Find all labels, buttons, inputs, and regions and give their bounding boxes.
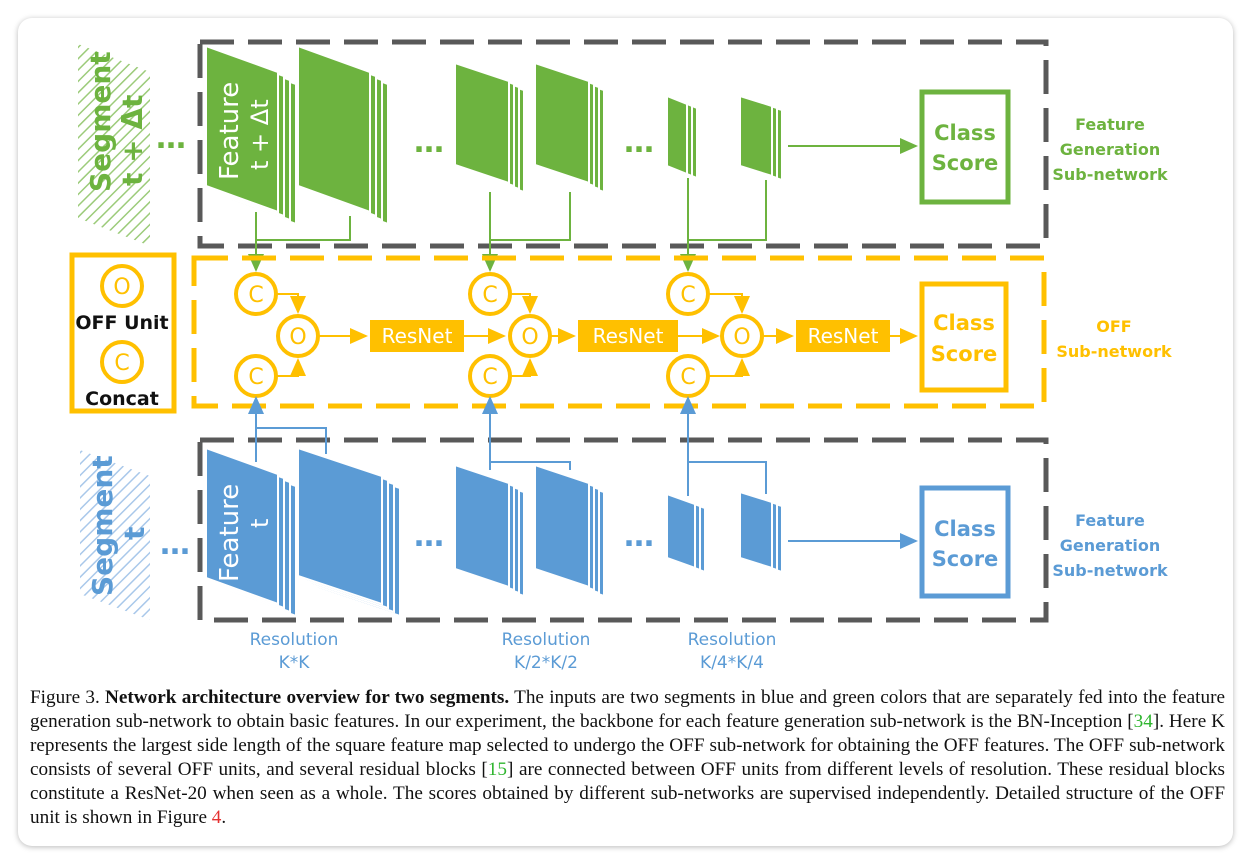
bottom-feature-label-1: Feature (215, 484, 245, 582)
resnet-label-2: ResNet (593, 324, 664, 348)
bottom-class-score-box (919, 485, 1011, 599)
off-symbol: O (289, 325, 306, 350)
top-class-score-label-2: Score (932, 151, 999, 175)
citation-link[interactable]: 34 (1133, 711, 1153, 732)
top-feature-label-2: t + Δt (246, 99, 274, 170)
bottom-class-score-label-2: Score (932, 547, 999, 571)
resolution-labels: Resolution K*K Resolution K/2*K/2 Resolu… (250, 630, 777, 673)
figure-ref-link[interactable]: 4 (211, 807, 222, 828)
resolution-1-line1: Resolution (250, 630, 339, 650)
caption-text-2: ]. Here K represents the largest side le… (30, 711, 1225, 780)
resolution-3-line1: Resolution (688, 630, 777, 650)
bottom-feature-stack-3 (454, 463, 525, 598)
top-connector-1b (256, 216, 351, 241)
bottom-segment-label-1: Segment (86, 455, 119, 596)
top-ellipsis-1: … (156, 121, 186, 156)
off-subnetwork: O OFF Unit C Concat C C O ResNet C C O R… (69, 252, 1172, 414)
bottom-side-label-2: Generation (1060, 536, 1160, 555)
resnet-block-3 (796, 320, 890, 352)
resnet-label-1: ResNet (382, 324, 453, 348)
resnet-block-2 (578, 320, 678, 352)
top-ellipsis-2: … (414, 125, 444, 160)
top-side-label-3: Sub-network (1052, 165, 1168, 184)
bottom-feature-stack-2 (297, 446, 401, 618)
caption-text-4: . (221, 807, 227, 828)
top-feature-stack-5 (666, 94, 698, 180)
bottom-connector-2b (490, 461, 571, 470)
bottom-dashed-frame (197, 437, 1049, 623)
bottom-ellipsis-1: … (160, 527, 190, 562)
resolution-2-line2: K/2*K/2 (514, 653, 578, 673)
top-side-label-1: Feature (1075, 115, 1145, 134)
top-feature-stack-6 (739, 94, 783, 182)
off-symbol: O (733, 325, 750, 350)
resolution-1-line2: K*K (279, 653, 311, 673)
architecture-diagram: Segment t + Δt … Feature t + Δt … (69, 39, 1172, 673)
off-class-score-label-2: Score (931, 342, 998, 366)
bottom-connector-3b (688, 461, 767, 494)
off-side-label-2: Sub-network (1056, 342, 1172, 361)
bottom-feature-stack-4 (534, 463, 605, 598)
top-segment-label-2: t + Δt (116, 95, 149, 186)
off-side-label-1: OFF (1096, 317, 1131, 336)
concat-symbol: C (482, 283, 497, 308)
legend-off-label: OFF Unit (75, 312, 168, 334)
top-feature-stack-1 (205, 44, 297, 226)
top-feature-stack-3 (454, 61, 525, 194)
figure-caption: Figure 3. Network architecture overview … (30, 686, 1225, 830)
top-feature-stack-4 (534, 61, 605, 194)
legend-off-symbol: O (113, 275, 130, 300)
resnet-block-1 (370, 320, 464, 352)
bottom-segment-label-2: t (118, 527, 151, 540)
bottom-ellipsis-2: … (414, 519, 444, 554)
top-side-label-2: Generation (1060, 140, 1160, 159)
concat-symbol: C (482, 365, 497, 390)
top-dashed-frame (197, 39, 1049, 249)
top-feature-label-1: Feature (215, 82, 245, 180)
top-feature-stack-2 (297, 44, 389, 226)
bottom-feature-label-2: t (246, 519, 274, 528)
off-dashed-frame (191, 255, 1047, 409)
caption-figure-label: Figure 3. (30, 687, 100, 708)
top-class-score-label-1: Class (934, 121, 996, 145)
bottom-side-label-3: Sub-network (1052, 561, 1168, 580)
bottom-feature-stack-6 (739, 490, 783, 574)
concat-symbol: C (248, 365, 263, 390)
bottom-class-score-label-1: Class (934, 517, 996, 541)
off-class-score-box (919, 281, 1009, 393)
legend-off-circle (100, 264, 144, 308)
bottom-ellipsis-3: … (624, 519, 654, 554)
legend-concat-circle (100, 340, 144, 384)
bottom-segment-input (80, 450, 150, 620)
off-symbol: O (521, 325, 538, 350)
legend-concat-symbol: C (114, 351, 129, 376)
bottom-feature-stack-5 (666, 492, 706, 574)
resolution-2-line1: Resolution (502, 630, 591, 650)
top-class-score-box (919, 89, 1011, 205)
legend-concat-label: Concat (85, 388, 159, 410)
concat-symbol: C (680, 365, 695, 390)
caption-title: Network architecture overview for two se… (105, 687, 510, 708)
concat-symbol: C (248, 283, 263, 308)
bottom-connector-1b (256, 427, 327, 454)
resolution-3-line2: K/4*K/4 (700, 653, 764, 673)
bottom-feature-subnetwork: Segment t … Feature t … (80, 396, 1168, 623)
caption-text-3: ] are connected between OFF units from d… (30, 759, 1225, 828)
top-ellipsis-3: … (624, 125, 654, 160)
top-connector-3b (688, 180, 767, 241)
top-segment-label-1: Segment (84, 51, 117, 192)
bottom-feature-stack-1 (205, 446, 297, 618)
citation-link[interactable]: 15 (487, 759, 507, 780)
caption-text-1: The inputs are two segments in blue and … (30, 687, 1226, 732)
top-feature-subnetwork: Segment t + Δt … Feature t + Δt … (78, 39, 1168, 272)
top-segment-input (78, 44, 150, 246)
concat-symbol: C (680, 283, 695, 308)
top-connector-2b (490, 192, 571, 241)
bottom-side-label-1: Feature (1075, 511, 1145, 530)
off-class-score-label-1: Class (933, 311, 995, 335)
resnet-label-3: ResNet (808, 324, 879, 348)
